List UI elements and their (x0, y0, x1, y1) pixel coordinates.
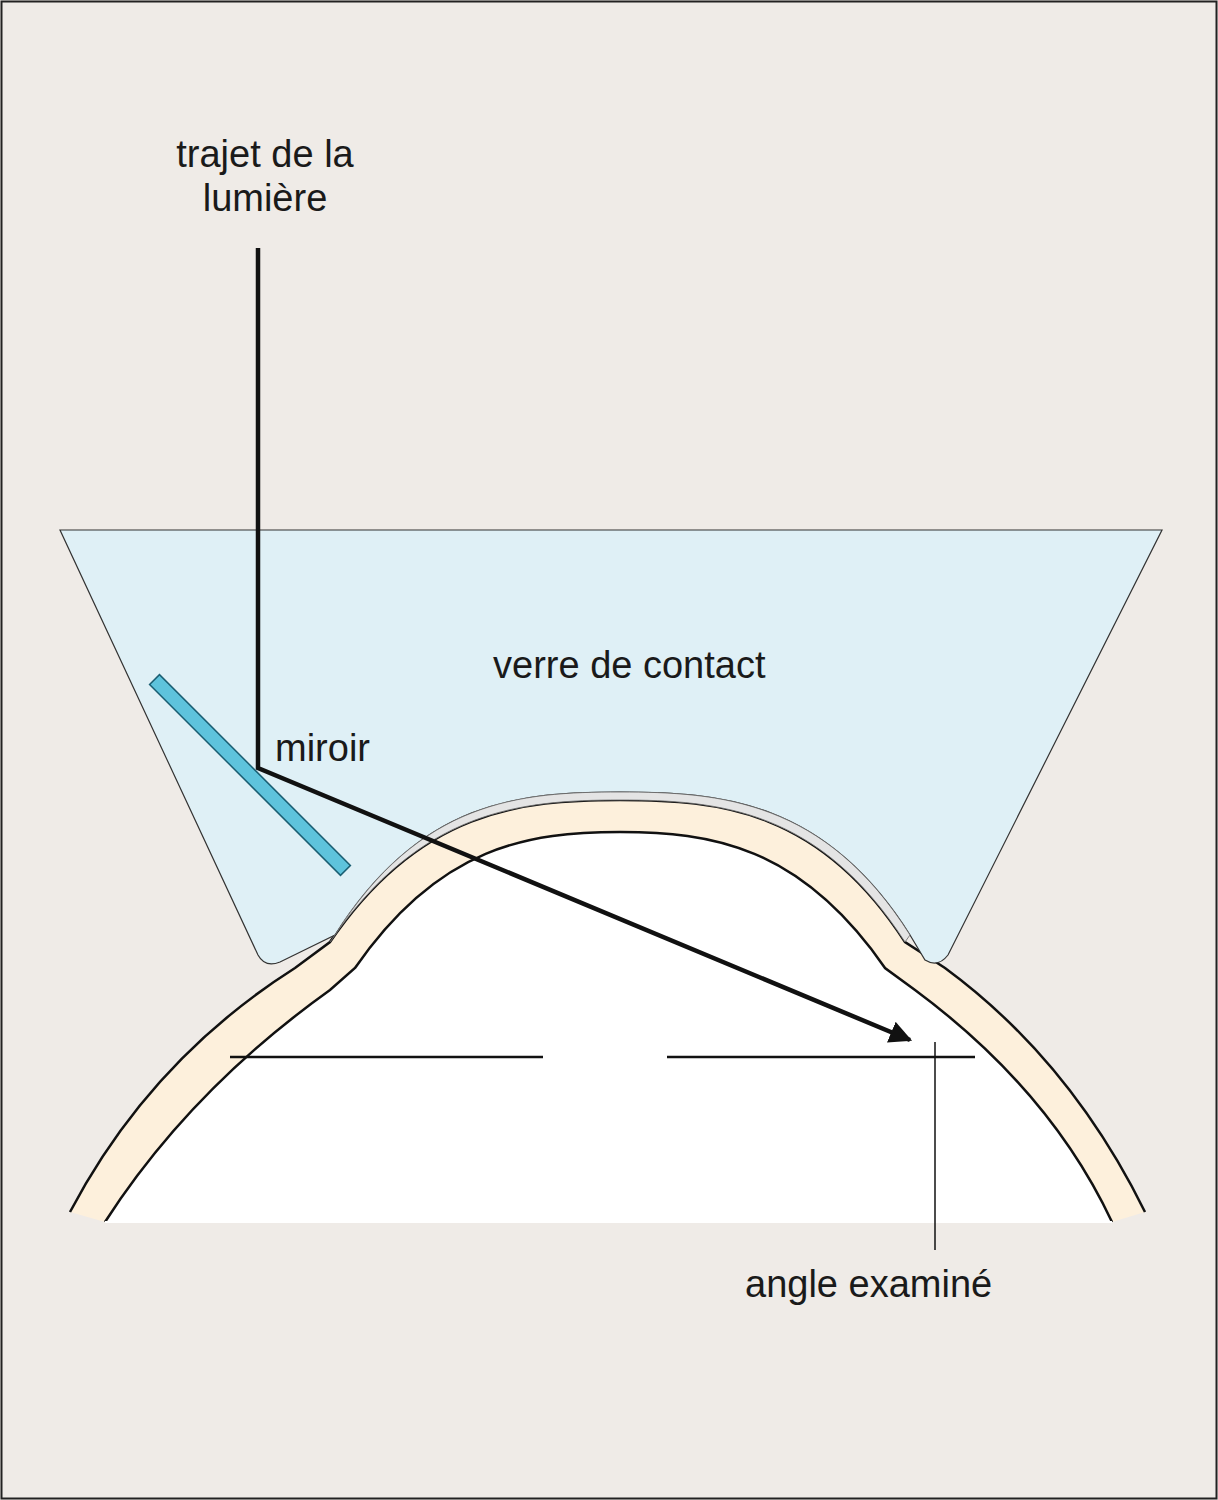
leader-line (934, 1042, 936, 1250)
mirror-label: miroir (275, 726, 370, 770)
light-ray (258, 248, 910, 1040)
lens-outline (60, 528, 1164, 973)
tear-film (330, 792, 910, 942)
lens-label: verre de contact (493, 643, 765, 687)
iris-right (667, 1056, 975, 1059)
eye-base (105, 1221, 1112, 1223)
light-path-label: trajet de la lumière (115, 132, 415, 220)
mirror (150, 675, 351, 876)
lens-body (60, 530, 1162, 964)
iris-left (230, 1056, 543, 1059)
angle-label: angle examiné (745, 1262, 992, 1306)
contact-lens: verre de contact (60, 528, 1164, 973)
